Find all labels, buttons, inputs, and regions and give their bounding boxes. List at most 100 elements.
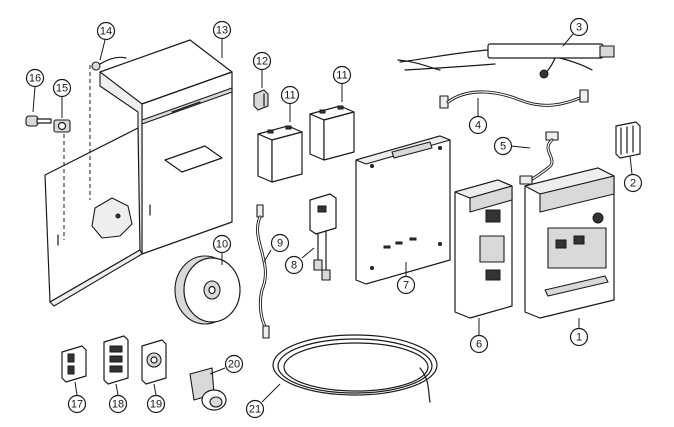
callout-circle xyxy=(25,68,45,88)
leader-9 xyxy=(263,249,272,263)
callout-15: 15 xyxy=(52,78,72,98)
callout-4: 4 xyxy=(468,115,488,135)
callout-number: 3 xyxy=(576,22,582,34)
backplate-panel xyxy=(355,135,451,285)
callout-11a: 11 xyxy=(280,85,300,105)
leader-19 xyxy=(153,383,157,396)
pushbutton-20 xyxy=(189,367,227,411)
callout-number: 10 xyxy=(216,239,228,251)
callout-number: 15 xyxy=(56,83,68,95)
leader-21 xyxy=(261,383,281,403)
switch-plate-17 xyxy=(61,345,87,383)
callout-number: 21 xyxy=(249,404,261,416)
callout-20: 20 xyxy=(224,354,244,374)
wire-cable-4 xyxy=(439,89,589,109)
callout-number: 14 xyxy=(100,26,112,38)
callout-circle xyxy=(623,173,643,193)
callout-9: 9 xyxy=(270,233,290,253)
relay-module-8 xyxy=(309,193,337,281)
callout-circle xyxy=(280,85,300,105)
terminal-block xyxy=(615,121,641,159)
switch-plate-19 xyxy=(141,339,167,385)
callout-number: 16 xyxy=(29,73,41,85)
enclosure-door xyxy=(44,127,143,307)
leader-16 xyxy=(32,86,36,113)
callout-number: 1 xyxy=(576,332,582,344)
callout-circle xyxy=(468,115,488,135)
callout-10: 10 xyxy=(212,234,232,254)
small-connector-block xyxy=(253,89,269,111)
callout-8: 8 xyxy=(284,255,304,275)
callout-circle xyxy=(212,234,232,254)
callout-1: 1 xyxy=(569,327,589,347)
callout-circle xyxy=(332,65,352,85)
switch-plate-18 xyxy=(103,335,129,385)
callout-number: 4 xyxy=(475,120,481,132)
wire-cable-5 xyxy=(519,131,559,185)
callout-circle xyxy=(569,17,589,37)
leader-18 xyxy=(115,383,119,396)
wire-harness-main xyxy=(397,43,615,79)
callout-number: 17 xyxy=(71,399,83,411)
cable-9 xyxy=(256,204,270,339)
callout-number: 6 xyxy=(476,339,482,351)
callout-number: 2 xyxy=(630,178,636,190)
wire-spool xyxy=(174,255,241,325)
leader-17 xyxy=(74,381,78,396)
callout-circle xyxy=(108,394,128,414)
callout-circle xyxy=(469,334,489,354)
callout-number: 12 xyxy=(256,56,268,68)
callout-19: 19 xyxy=(146,394,166,414)
antenna-screw xyxy=(91,56,127,71)
callout-number: 8 xyxy=(291,260,297,272)
callout-5: 5 xyxy=(493,136,513,156)
callout-circle xyxy=(284,255,304,275)
coiled-cable xyxy=(272,334,438,403)
callout-circle xyxy=(67,394,87,414)
leader-8 xyxy=(301,247,315,259)
callout-12: 12 xyxy=(252,51,272,71)
callout-7: 7 xyxy=(396,275,416,295)
callout-circle xyxy=(96,21,116,41)
battery-left xyxy=(257,125,303,183)
callout-13: 13 xyxy=(212,20,232,40)
callout-number: 7 xyxy=(403,280,409,292)
callout-circle xyxy=(52,78,72,98)
callout-number: 19 xyxy=(150,399,162,411)
callout-circle xyxy=(252,51,272,71)
callout-number: 5 xyxy=(500,141,506,153)
callout-18: 18 xyxy=(108,394,128,414)
callout-2: 2 xyxy=(623,173,643,193)
callout-circle xyxy=(146,394,166,414)
callout-circle xyxy=(224,354,244,374)
callout-circle xyxy=(270,233,290,253)
callout-3: 3 xyxy=(569,17,589,37)
callout-circle xyxy=(212,20,232,40)
leader-2 xyxy=(629,155,633,175)
callout-number: 13 xyxy=(216,25,228,37)
leader-5 xyxy=(510,145,531,149)
callout-circle xyxy=(569,327,589,347)
callout-6: 6 xyxy=(469,334,489,354)
callout-14: 14 xyxy=(96,21,116,41)
control-module-6 xyxy=(454,179,513,319)
callout-number: 18 xyxy=(112,399,124,411)
main-controller-1 xyxy=(524,167,615,319)
callout-number: 20 xyxy=(228,359,240,371)
leader-3 xyxy=(562,33,574,47)
callout-17: 17 xyxy=(67,394,87,414)
callout-number: 9 xyxy=(277,238,283,250)
key xyxy=(25,115,52,127)
callout-number: 11 xyxy=(284,90,295,102)
callout-21: 21 xyxy=(245,399,265,419)
lock-cylinder xyxy=(53,119,71,133)
callout-11b: 11 xyxy=(332,65,352,85)
callout-number: 11 xyxy=(336,70,347,82)
callout-16: 16 xyxy=(25,68,45,88)
leader-20 xyxy=(209,367,226,375)
callout-circle xyxy=(245,399,265,419)
leader-14 xyxy=(99,39,106,61)
